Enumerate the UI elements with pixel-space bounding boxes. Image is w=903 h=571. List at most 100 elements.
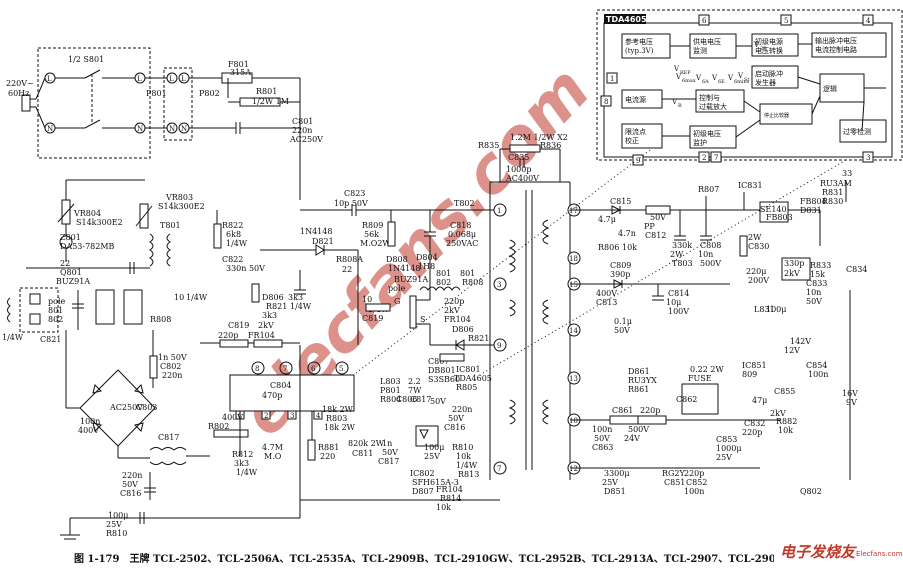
svg-text:1n: 1n: [382, 439, 392, 448]
svg-text:0.068μ: 0.068μ: [448, 230, 476, 239]
svg-text:25V: 25V: [716, 453, 732, 462]
mains-voltage-label: 220V~: [6, 79, 34, 88]
svg-text:220p: 220p: [640, 406, 660, 415]
svg-text:C853: C853: [716, 435, 737, 444]
svg-text:801: 801: [460, 269, 475, 278]
svg-text:R806: R806: [598, 243, 619, 252]
svg-text:2W: 2W: [748, 233, 762, 242]
tda-annotation-sub: 6E: [718, 79, 725, 85]
svg-text:N: N: [169, 125, 175, 133]
svg-text:1000μ: 1000μ: [716, 444, 742, 453]
svg-text:220: 220: [320, 452, 335, 461]
svg-text:C802: C802: [160, 362, 181, 371]
svg-text:3k3: 3k3: [288, 293, 303, 302]
svg-text:D821: D821: [312, 237, 334, 246]
tda-block-label: 电流源: [625, 95, 646, 104]
tda-block-label: 校正: [625, 136, 639, 145]
svg-text:25V: 25V: [602, 478, 618, 487]
tda-block-label: 限流点: [625, 127, 646, 136]
tda-connection: [811, 95, 821, 115]
tda-block-supply: [689, 33, 737, 59]
t802-pin: [567, 371, 581, 385]
svg-text:F801: F801: [228, 60, 249, 69]
svg-text:C855: C855: [774, 387, 795, 396]
svg-text:P801: P801: [380, 386, 401, 395]
tda-pin-number: 2: [702, 154, 706, 162]
svg-text:220p: 220p: [218, 331, 238, 340]
tda-pin-number: 7: [714, 154, 718, 162]
ic801-pin-number: 5: [339, 365, 343, 373]
ic801-pin-number: 6: [311, 365, 316, 373]
ic801-pin-number: 4: [316, 412, 321, 420]
svg-text:C862: C862: [676, 395, 697, 404]
t802-pin-number: 14: [569, 327, 578, 335]
t802-pin: [493, 461, 507, 475]
svg-text:IC801: IC801: [456, 365, 481, 374]
ic801-pin: [279, 361, 293, 375]
tda-pin-number: 1: [610, 75, 614, 83]
tda-block-label: 电压转换: [755, 46, 783, 55]
svg-text:Q802: Q802: [800, 487, 822, 496]
svg-text:4.7μ: 4.7μ: [598, 215, 616, 224]
svg-text:2.2: 2.2: [408, 377, 421, 386]
svg-text:3k3: 3k3: [262, 311, 277, 320]
tda-annotation-sub: R: [678, 103, 682, 109]
svg-text:R830: R830: [822, 197, 843, 206]
svg-text:D807: D807: [412, 487, 434, 496]
svg-text:C823: C823: [344, 189, 365, 198]
t802-pin-number: 12: [569, 465, 578, 473]
tda-block-outdrv: [811, 32, 887, 58]
tda-pin-number: 9: [636, 157, 640, 165]
svg-text:M.O2W: M.O2W: [360, 239, 391, 248]
svg-text:10k: 10k: [456, 452, 471, 461]
svg-text:L: L: [47, 75, 52, 83]
svg-text:pole: pole: [48, 297, 65, 306]
svg-text:C808: C808: [700, 241, 721, 250]
svg-text:C863: C863: [592, 443, 613, 452]
ic801-pin: [307, 361, 321, 375]
svg-text:10k: 10k: [622, 243, 637, 252]
t802-pin: [493, 338, 507, 352]
svg-text:6k8: 6k8: [226, 230, 241, 239]
t802-pin-number: 10: [569, 417, 578, 425]
svg-text:142V: 142V: [790, 337, 811, 346]
svg-text:IC851: IC851: [742, 361, 767, 370]
svg-text:R802: R802: [208, 422, 229, 431]
tda-pin: [698, 151, 710, 163]
t802-pin: [493, 277, 507, 291]
tda-block-label: 监测: [693, 46, 707, 55]
svg-text:220p: 220p: [684, 469, 704, 478]
figure-caption: 图 1-179 王牌 TCL-2502、TCL-2506A、TCL-2535A、…: [74, 552, 854, 565]
logo-sub: Elecfans.com: [856, 550, 903, 558]
svg-text:FR104: FR104: [444, 315, 471, 324]
t802-pin-number: 13: [569, 375, 578, 383]
svg-text:S3SB60: S3SB60: [428, 375, 460, 384]
svg-text:C835: C835: [508, 153, 529, 162]
svg-text:AC400V: AC400V: [505, 174, 539, 183]
svg-text:C813: C813: [596, 298, 617, 307]
tda-pin-number: 8: [604, 98, 608, 106]
tda-block-label: 参考电压: [625, 37, 653, 46]
ic801-pin: [251, 361, 265, 375]
svg-text:470p: 470p: [262, 391, 282, 400]
svg-text:C851: C851: [664, 478, 685, 487]
svg-text:C817: C817: [158, 433, 179, 442]
svg-text:100n: 100n: [592, 425, 612, 434]
svg-text:100n: 100n: [80, 417, 100, 426]
svg-text:C854: C854: [806, 361, 827, 370]
tda-pin-number: 5: [784, 17, 788, 25]
svg-text:10k: 10k: [778, 426, 793, 435]
svg-text:1/4W: 1/4W: [456, 461, 478, 470]
svg-text:S: S: [420, 315, 425, 324]
svg-text:24V: 24V: [624, 434, 640, 443]
tda-annotation-sub: 6A: [702, 79, 709, 85]
svg-text:500V: 500V: [628, 425, 649, 434]
svg-text:1N4148: 1N4148: [300, 227, 332, 236]
svg-text:802: 802: [48, 315, 63, 324]
svg-text:10p 50V: 10p 50V: [334, 199, 368, 208]
svg-text:R821: R821: [266, 302, 287, 311]
svg-text:50V: 50V: [122, 480, 138, 489]
svg-text:220p: 220p: [444, 297, 464, 306]
